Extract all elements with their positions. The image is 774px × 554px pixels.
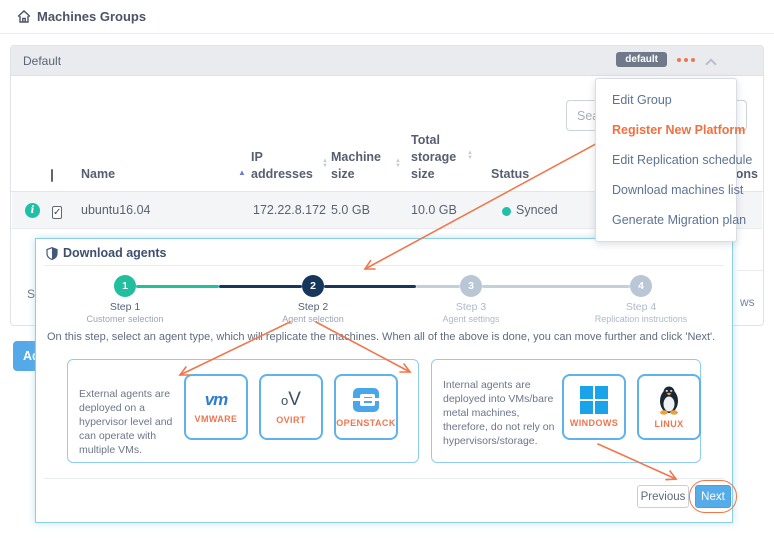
vmware-tile[interactable]: vm VMWARE: [184, 374, 248, 440]
status-badge: Synced: [516, 203, 558, 217]
column-header-name[interactable]: Name: [81, 167, 116, 181]
sort-ascending-icon[interactable]: ▲: [238, 168, 246, 177]
sort-icon[interactable]: ▲▼: [322, 158, 328, 169]
collapse-chevron-icon[interactable]: [705, 58, 717, 70]
divider-fragment: [737, 270, 763, 271]
openstack-label: OPENSTACK: [336, 418, 396, 428]
info-icon[interactable]: i: [25, 203, 40, 218]
menu-item-download-machines-list[interactable]: Download machines list: [612, 183, 744, 197]
step-4-circle: 4: [630, 275, 652, 297]
step-2-sublabel: Agent selection: [282, 314, 344, 324]
shield-icon: [46, 246, 58, 260]
page-header: Machines Groups: [0, 0, 774, 34]
step-line-future: [416, 285, 460, 288]
rows-text-fragment: ws: [740, 295, 755, 309]
modal-title: Download agents: [46, 246, 166, 260]
group-title: Default: [23, 54, 62, 68]
linux-tux-icon: [660, 386, 678, 415]
windows-label: WINDOWS: [569, 418, 619, 428]
group-card-header[interactable]: Default default: [11, 46, 763, 76]
menu-item-edit-group[interactable]: Edit Group: [612, 93, 672, 107]
previous-button[interactable]: Previous: [637, 485, 689, 508]
cell-name: ubuntu16.04: [81, 203, 151, 217]
cell-total-storage: 10.0 GB: [411, 203, 457, 217]
menu-item-register-new-platform[interactable]: Register New Platform: [612, 123, 746, 137]
group-actions-menu-button[interactable]: [677, 58, 695, 62]
step-instruction-text: On this step, select an agent type, whic…: [47, 331, 716, 343]
divider: [44, 265, 724, 266]
step-1-label: Step 1: [109, 301, 141, 313]
step-line-done: [136, 285, 219, 288]
select-all-checkbox[interactable]: [51, 166, 53, 183]
download-agents-modal: Download agents 1 Step 1 Customer select…: [35, 238, 737, 523]
breadcrumb: Machines Groups: [17, 9, 146, 24]
cell-ip: 172.22.8.172: [253, 203, 326, 217]
step-3-label: Step 3: [455, 301, 487, 313]
next-button[interactable]: Next: [695, 485, 731, 508]
windows-icon: [580, 386, 608, 414]
ovirt-tile[interactable]: oV OVIRT: [259, 374, 323, 440]
column-header-total-storage[interactable]: Total storage size: [411, 133, 457, 181]
step-line-future: [482, 285, 630, 288]
step-line-active: [324, 285, 416, 288]
sort-icon[interactable]: ▲▼: [395, 158, 401, 169]
status-dot-icon: [502, 207, 511, 216]
column-header-ip[interactable]: IP addresses: [251, 150, 313, 181]
menu-item-edit-replication-schedule[interactable]: Edit Replication schedule: [612, 153, 753, 167]
openstack-icon: [351, 388, 381, 412]
home-icon: [17, 10, 31, 23]
openstack-tile[interactable]: OPENSTACK: [334, 374, 398, 440]
step-1-sublabel: Customer selection: [86, 314, 164, 324]
cell-machine-size: 5.0 GB: [331, 203, 370, 217]
step-2-label: Step 2: [297, 301, 329, 313]
internal-agents-box: Internal agents are deployed into VMs/ba…: [431, 359, 701, 463]
sort-icon[interactable]: ▲▼: [467, 150, 473, 161]
vmware-label: VMWARE: [194, 414, 238, 424]
column-header-status[interactable]: Status: [491, 167, 530, 181]
vmware-icon: vm: [204, 390, 229, 409]
row-checkbox[interactable]: ✓: [52, 206, 63, 219]
group-badge: default: [616, 52, 667, 67]
step-3-sublabel: Agent settings: [442, 314, 500, 324]
step-2-circle: 2: [302, 275, 324, 297]
column-header-machine-size[interactable]: Machine size: [331, 150, 382, 181]
menu-item-generate-migration-plan[interactable]: Generate Migration plan: [612, 213, 747, 227]
windows-tile[interactable]: WINDOWS: [562, 374, 626, 440]
linux-tile[interactable]: LINUX: [637, 374, 701, 440]
step-4-sublabel: Replication instructions: [594, 314, 688, 324]
group-context-menu: Edit Group Register New Platform Edit Re…: [595, 78, 753, 242]
step-1-circle: 1: [114, 275, 136, 297]
ovirt-icon: oV: [281, 389, 301, 410]
step-line-active: [219, 285, 302, 288]
divider: [44, 478, 724, 479]
external-agents-box: External agents are deployed on a hyperv…: [67, 359, 419, 463]
page-title: Machines Groups: [37, 9, 147, 24]
step-3-circle: 3: [460, 275, 482, 297]
linux-label: LINUX: [654, 419, 684, 429]
external-agents-description: External agents are deployed on a hyperv…: [79, 388, 173, 456]
internal-agents-description: Internal agents are deployed into VMs/ba…: [443, 379, 555, 447]
pagination-text-fragment: S: [27, 287, 36, 301]
ovirt-label: OVIRT: [276, 415, 306, 425]
step-4-label: Step 4: [625, 301, 657, 313]
